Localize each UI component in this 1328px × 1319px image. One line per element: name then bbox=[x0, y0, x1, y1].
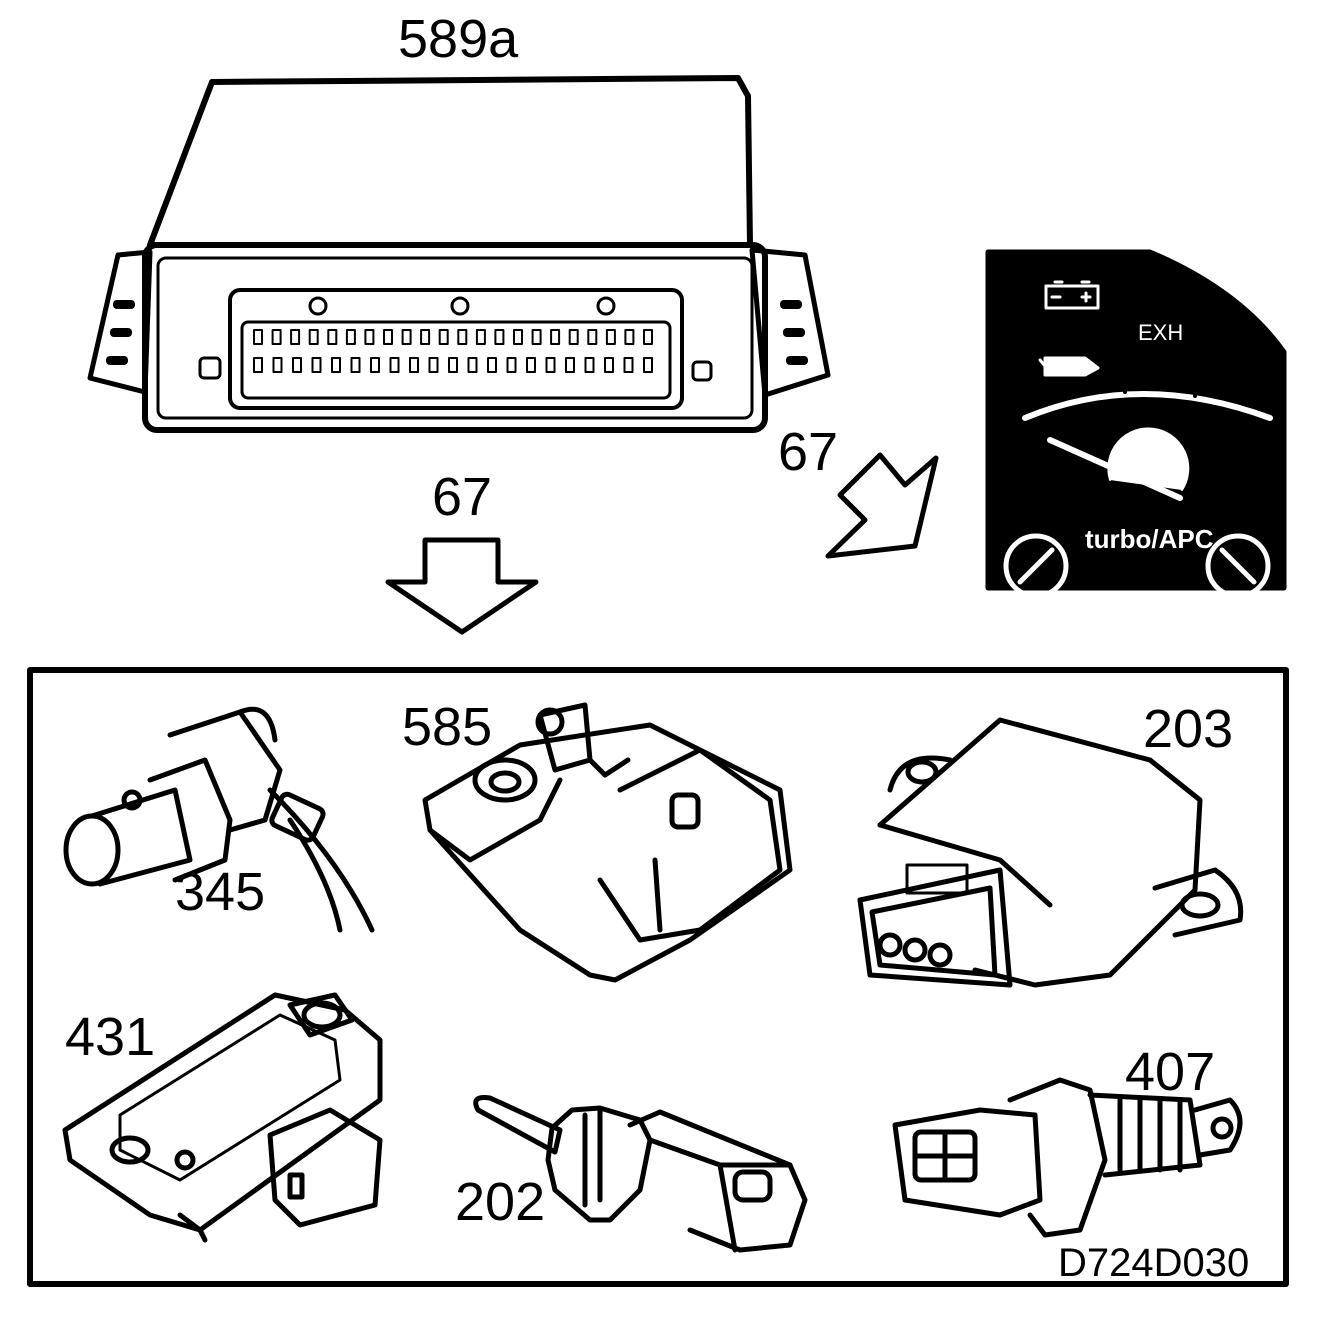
connector-pin bbox=[311, 357, 322, 373]
connector-pin bbox=[290, 329, 301, 345]
connector-pin bbox=[531, 329, 542, 345]
down-arrow bbox=[385, 537, 539, 635]
boost-gauge-panel bbox=[985, 249, 1287, 599]
connector-pin bbox=[308, 329, 319, 345]
connector-pin bbox=[448, 357, 458, 373]
figure-code: D724D030 bbox=[1058, 1241, 1250, 1285]
connector-pin bbox=[428, 357, 439, 373]
connector-pin bbox=[420, 329, 431, 345]
gauge-turbo-label: turbo/APC bbox=[1085, 524, 1214, 554]
connector-pin bbox=[550, 329, 561, 345]
connector-pin bbox=[370, 357, 380, 373]
connector-pin bbox=[584, 357, 595, 373]
connector-pin bbox=[487, 357, 497, 373]
connector-pin bbox=[271, 329, 282, 345]
battery-icon bbox=[1044, 280, 1100, 310]
connector-pin bbox=[438, 329, 449, 345]
connector-pin bbox=[383, 329, 393, 345]
component-202-label: 202 bbox=[455, 1172, 546, 1232]
connector-pin bbox=[526, 357, 536, 373]
connector-pin bbox=[623, 357, 634, 373]
connector-pin bbox=[253, 329, 263, 345]
connector-pin bbox=[327, 329, 338, 345]
diagonal-arrow bbox=[825, 452, 939, 559]
component-345-drawing bbox=[63, 706, 375, 933]
connector-pin bbox=[475, 329, 486, 345]
component-203-drawing bbox=[857, 717, 1244, 988]
connector-pin bbox=[364, 329, 375, 345]
connector-pin bbox=[494, 329, 505, 345]
connector-pin bbox=[331, 357, 341, 373]
component-203-label: 203 bbox=[1143, 699, 1234, 759]
down-arrow-label: 67 bbox=[432, 467, 493, 527]
connector-pin bbox=[389, 357, 400, 373]
connector-pin bbox=[513, 329, 523, 345]
connector-pin bbox=[604, 357, 614, 373]
oil-pressure-icon bbox=[1038, 356, 1100, 377]
connector-pin bbox=[643, 329, 653, 345]
connector-pin bbox=[624, 329, 635, 345]
gauge-exh-label: EXH bbox=[1138, 320, 1184, 345]
component-431-label: 431 bbox=[65, 1007, 156, 1067]
component-585-label: 585 bbox=[402, 697, 493, 757]
connector-pin bbox=[643, 357, 653, 373]
connector-pin bbox=[457, 329, 468, 345]
connector-pin bbox=[401, 329, 412, 345]
component-585-drawing bbox=[422, 702, 793, 983]
diagonal-arrow-label: 67 bbox=[778, 422, 839, 482]
connector-pin bbox=[350, 357, 361, 373]
component-202-drawing bbox=[473, 1095, 808, 1253]
connector-pin bbox=[253, 357, 263, 373]
component-407-drawing bbox=[892, 1077, 1243, 1238]
connector-pin bbox=[545, 357, 556, 373]
connector-pin bbox=[605, 329, 616, 345]
connector-pin bbox=[292, 357, 302, 373]
connector-pin bbox=[345, 329, 356, 345]
component-407-label: 407 bbox=[1125, 1042, 1216, 1102]
ecu-unit bbox=[87, 75, 831, 433]
connector-pin bbox=[272, 357, 283, 373]
connector-pin bbox=[506, 357, 517, 373]
components-frame bbox=[27, 667, 1289, 1287]
component-345-label: 345 bbox=[175, 862, 266, 922]
connector-pin bbox=[565, 357, 575, 373]
connector-pin bbox=[409, 357, 419, 373]
connector-pin bbox=[467, 357, 478, 373]
connector-pin bbox=[568, 329, 579, 345]
connector-pin bbox=[587, 329, 598, 345]
ecu-label: 589a bbox=[398, 9, 519, 69]
component-431-drawing bbox=[62, 992, 383, 1243]
